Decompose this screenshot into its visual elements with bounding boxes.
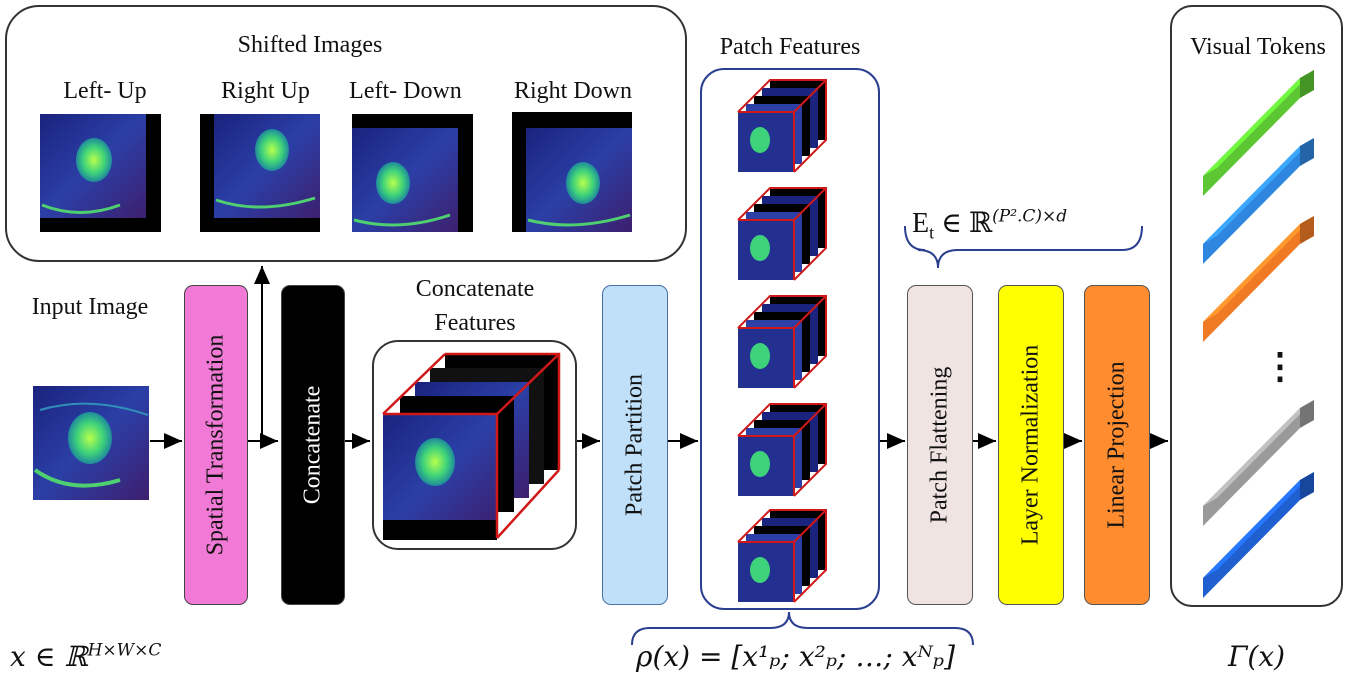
input-formula-sup: H×W×C [87,640,162,661]
patch-flattening-label: Patch Flattening [926,366,953,524]
input-formula-base: x ∈ ℝ [10,640,88,673]
patch-cube-3 [737,295,827,389]
token-darkblue-bar [1203,472,1314,598]
token-blue-bar [1203,138,1314,264]
patch-features-panel [700,68,880,610]
patch-cube-1 [737,79,827,173]
embedding-in: ∈ ℝ [934,208,993,239]
concat-features-line2: Features [434,310,516,336]
shifted-left-down-thumb [352,114,473,232]
concat-feature-stack [382,352,561,540]
patch-cube-4 [737,403,827,497]
linear-projection-label: Linear Projection [1103,361,1130,529]
concat-features-line1: Concatenate [415,276,535,302]
layer-normalization-block[interactable]: Layer Normalization [998,285,1064,605]
shifted-images-panel [5,5,687,262]
patch-features-title: Patch Features [719,34,861,60]
visual-tokens-panel [1170,5,1343,607]
patch-flattening-block[interactable]: Patch Flattening [907,285,973,605]
patch-partition-label: Patch Partition [621,374,648,516]
patch-partition-block[interactable]: Patch Partition [602,285,668,605]
shifted-right-down-thumb [512,112,632,232]
label-left-down: Left- Down [349,78,462,104]
embedding-sup: (P².C)×d [992,206,1068,227]
tokens-formula: Γ(x) [1228,640,1286,673]
input-formula: x ∈ ℝH×W×C [10,640,161,673]
visual-tokens-title: Visual Tokens [1190,34,1326,60]
tokens-ellipsis: ⋮ [1262,346,1298,386]
concat-features-panel [372,340,577,550]
concatenate-block[interactable]: Concatenate [281,285,345,605]
concatenate-label: Concatenate [299,385,326,505]
input-image-title: Input Image [31,294,149,320]
patch-cube-2 [737,187,827,281]
patch-formula-text: ρ(x) = [x¹ₚ; x²ₚ; …; xᴺₚ] [636,640,956,673]
shifted-left-up-thumb [40,114,161,232]
label-right-down: Right Down [513,78,632,104]
embedding-formula: Et ∈ ℝ(P².C)×d [912,206,1067,244]
token-orange-bar [1203,216,1314,342]
spatial-transformation-block[interactable]: Spatial Transformation [184,285,248,605]
patch-formula: ρ(x) = [x¹ₚ; x²ₚ; …; xᴺₚ] [636,640,955,673]
token-gray-bar [1203,400,1314,526]
spatial-transformation-label: Spatial Transformation [202,334,229,556]
linear-projection-block[interactable]: Linear Projection [1084,285,1150,605]
embedding-E: E [912,208,930,239]
layer-normalization-label: Layer Normalization [1017,344,1044,546]
patch-cube-5 [737,509,827,603]
label-right-up: Right Up [221,78,310,104]
label-left-up: Left- Up [63,78,147,104]
shifted-images-title: Shifted Images [237,32,383,58]
embedding-sub: t [929,222,935,243]
brace-patch-features [631,611,974,646]
shifted-right-up-thumb [200,114,320,232]
input-image-thumb [33,386,149,500]
token-green-bar [1203,70,1314,196]
